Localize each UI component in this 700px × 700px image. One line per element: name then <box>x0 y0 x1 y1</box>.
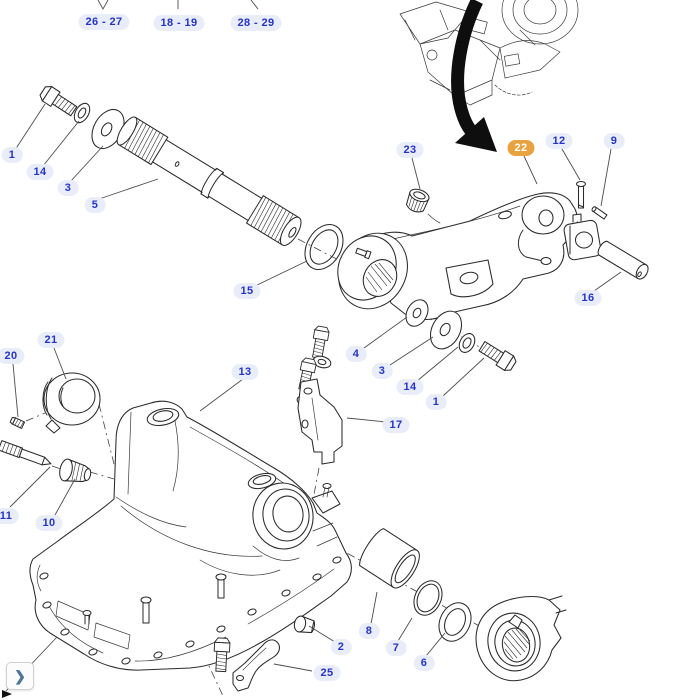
callout-22-highlighted[interactable]: 22 <box>507 140 535 156</box>
callout-20[interactable]: 20 <box>0 348 25 364</box>
part-3-washer-right <box>429 310 463 350</box>
part-12-pin <box>575 180 587 209</box>
callout-1-right[interactable]: 1 <box>425 394 447 410</box>
part-22-lift-arm <box>337 192 602 321</box>
flange-bolt-holes <box>39 556 342 665</box>
pointer-arrow <box>451 0 497 152</box>
callout-5[interactable]: 5 <box>84 197 106 213</box>
part-15-oring <box>304 224 344 270</box>
part-16-block <box>563 213 602 261</box>
corner-mark <box>2 690 12 698</box>
callout-25[interactable]: 25 <box>313 665 341 681</box>
callout-4[interactable]: 4 <box>345 346 367 362</box>
range-link-18-19[interactable]: 18 - 19 <box>153 15 205 31</box>
top-pointer-ticks <box>97 0 259 10</box>
part-5-shaft <box>116 116 302 246</box>
part-20-screw <box>9 416 26 429</box>
part-17-bracket <box>295 325 343 465</box>
callout-23[interactable]: 23 <box>396 142 424 158</box>
part-14-lockwasher-left <box>73 102 91 124</box>
housing-studs <box>82 573 227 625</box>
part-2-plug <box>293 615 315 634</box>
chevron-right-icon: ❯ <box>14 668 26 684</box>
part-13-lift-cover <box>29 400 352 671</box>
callout-10[interactable]: 10 <box>35 515 63 531</box>
part-25-bracket <box>212 637 280 692</box>
callout-6[interactable]: 6 <box>413 655 435 671</box>
range-link-28-29[interactable]: 28 - 29 <box>230 15 282 31</box>
part-6-ring <box>438 602 472 642</box>
callout-3-left[interactable]: 3 <box>57 180 79 196</box>
callout-13[interactable]: 13 <box>231 364 259 380</box>
arm-hub-cutaway <box>475 595 567 682</box>
part-23-plug <box>405 188 430 213</box>
part-14-lockwasher-right <box>458 333 476 353</box>
part-1-bolt-right <box>476 338 519 374</box>
part-3-washer-left <box>91 108 125 150</box>
part-11-shaft <box>0 440 52 466</box>
callout-14-left[interactable]: 14 <box>26 164 54 180</box>
callout-2[interactable]: 2 <box>330 639 352 655</box>
callout-11[interactable]: 11 <box>0 508 20 524</box>
part-8-bushing <box>359 528 420 589</box>
callout-3-right[interactable]: 3 <box>371 363 393 379</box>
callout-12[interactable]: 12 <box>545 133 573 149</box>
callout-14-right[interactable]: 14 <box>396 379 424 395</box>
callout-8[interactable]: 8 <box>358 623 380 639</box>
callout-15[interactable]: 15 <box>233 283 261 299</box>
next-page-button[interactable]: ❯ <box>6 662 34 690</box>
tractor-overview-art <box>399 0 579 106</box>
part-10-plug <box>59 458 92 483</box>
part-1-bolt-left <box>37 83 79 119</box>
part-9-roll-pin <box>591 206 608 220</box>
callout-7[interactable]: 7 <box>385 640 407 656</box>
range-link-26-27[interactable]: 26 - 27 <box>78 14 130 30</box>
callout-17[interactable]: 17 <box>382 417 410 433</box>
callout-21[interactable]: 21 <box>37 332 65 348</box>
callout-9[interactable]: 9 <box>603 133 625 149</box>
part-7-oring <box>413 580 443 616</box>
callout-1-left[interactable]: 1 <box>1 147 23 163</box>
part-21-cap <box>42 372 101 434</box>
callout-16[interactable]: 16 <box>574 290 602 306</box>
part-16-pin <box>597 240 649 280</box>
part-4-washer <box>405 299 429 327</box>
